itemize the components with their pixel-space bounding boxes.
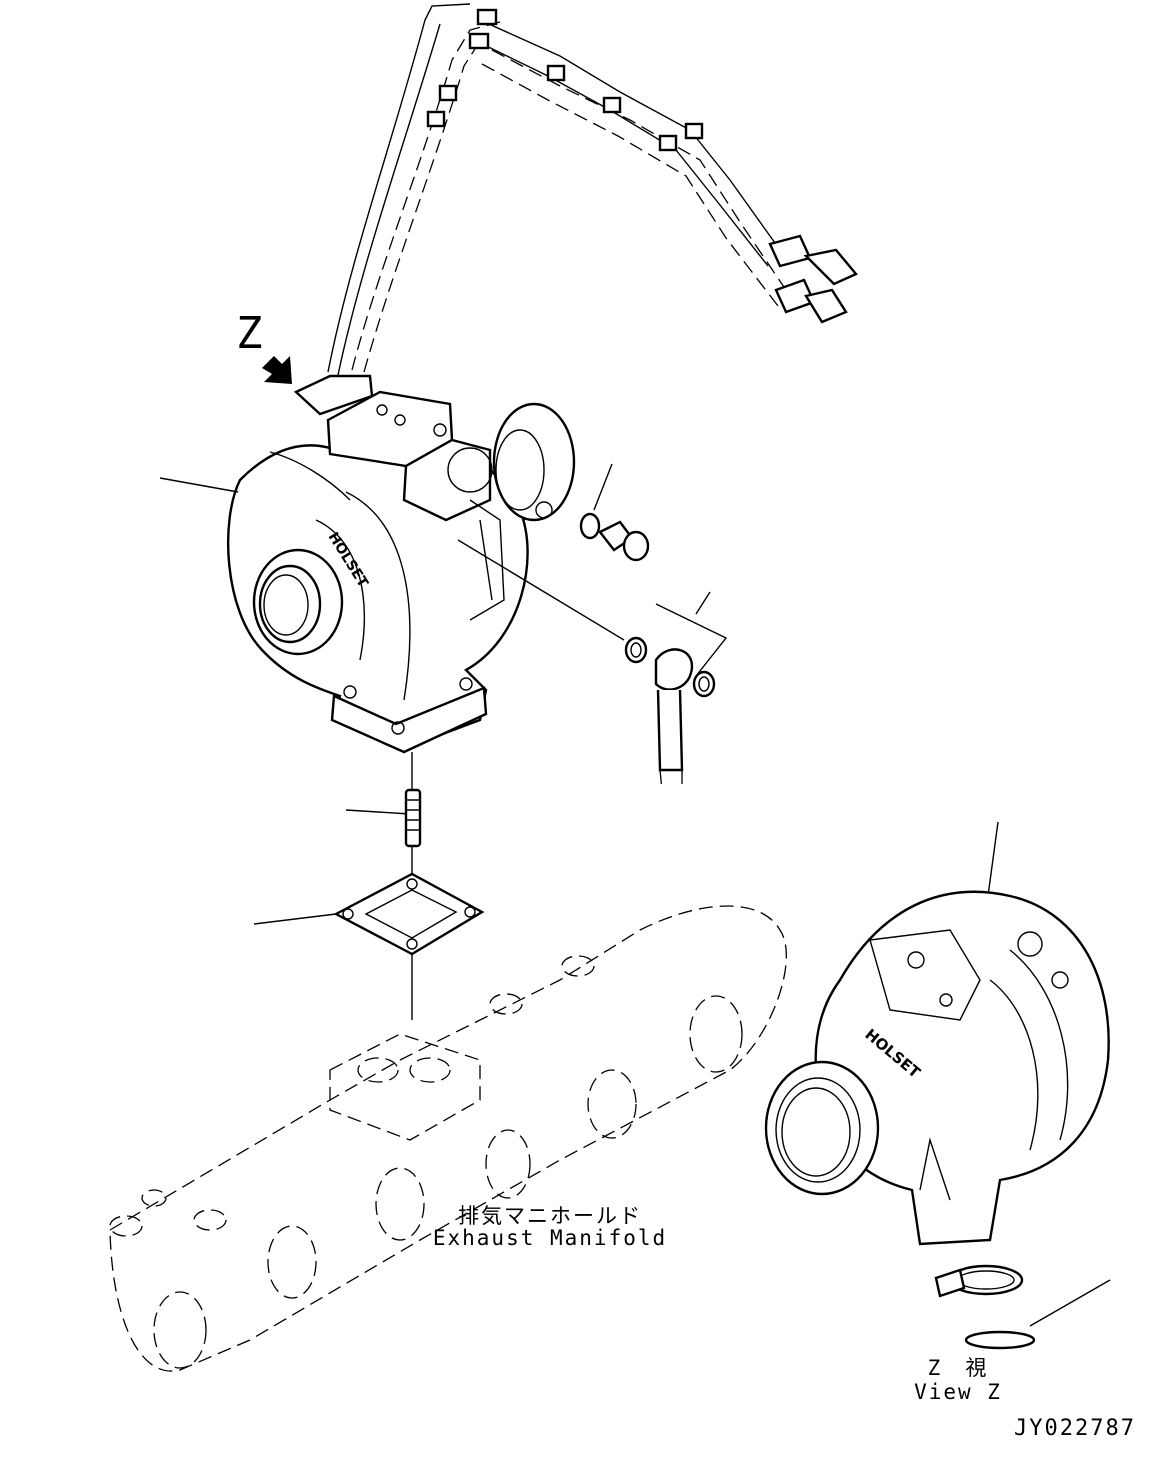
leader-view-z <box>987 821 999 897</box>
v-band-clamp <box>934 1264 1024 1298</box>
view-label-jp: Z 視 <box>927 1356 989 1380</box>
o-ring <box>579 512 601 540</box>
exhaust-manifold-phantom <box>109 905 788 1372</box>
leader-banjo-top <box>695 591 711 615</box>
view-z-marker: Z <box>236 308 263 359</box>
leader-gasket <box>253 913 337 925</box>
leader-stud <box>345 809 411 815</box>
manifold-label-jp: 排気マニホールド <box>458 1204 642 1228</box>
leader-clamp <box>1029 1279 1111 1327</box>
plug-fitting <box>598 520 650 562</box>
drawing-number: JY022787 <box>1014 1416 1136 1441</box>
banjo-fitting <box>624 636 716 791</box>
view-label-en: View Z <box>914 1380 1002 1404</box>
leader-banjo <box>655 603 728 677</box>
turbocharger-view-z: HOLSET <box>764 890 1110 1246</box>
sensor-harness <box>327 3 858 376</box>
manifold-label-en: Exhaust Manifold <box>432 1226 668 1250</box>
leader-oring <box>593 463 613 511</box>
gasket <box>333 872 485 956</box>
leader-banjo-line <box>457 539 625 641</box>
small-gasket <box>964 1330 1036 1350</box>
leader-turbo <box>159 477 239 493</box>
view-z-arrow-icon <box>262 356 292 384</box>
turbocharger-main: HOLSET <box>227 374 576 754</box>
stud-bolt <box>404 788 422 848</box>
